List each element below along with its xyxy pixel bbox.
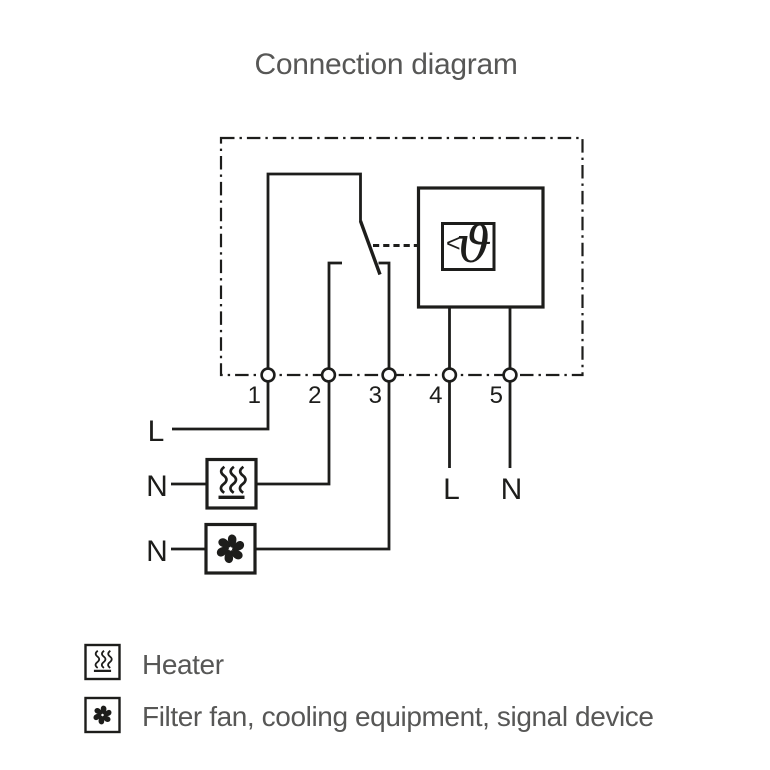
heater-neutral-label: N — [146, 470, 168, 503]
thermostat: < ϑ — [416, 186, 545, 468]
terminal-2-number: 2 — [308, 382, 321, 409]
load-neutral-label: N — [501, 473, 523, 506]
legend-item-heater: Heater — [84, 643, 224, 681]
external-circuits — [171, 457, 258, 575]
terminal-1-number: 1 — [248, 382, 261, 409]
legend: Heater Filter fan, cooling equipment, si… — [84, 643, 654, 734]
thermostat-theta-symbol: ϑ — [456, 216, 492, 274]
legend-fan-label: Filter fan, cooling equipment, signal de… — [142, 701, 654, 732]
fan-symbol-box — [204, 522, 257, 575]
legend-item-fan: Filter fan, cooling equipment, signal de… — [84, 696, 654, 734]
terminal-3 — [381, 367, 397, 383]
terminal-3-number: 3 — [369, 382, 382, 409]
terminal-1 — [260, 367, 276, 383]
load-line-label: L — [443, 473, 460, 506]
wire-supply-to-switch — [172, 172, 362, 431]
terminal-5 — [502, 367, 518, 383]
terminal-4 — [441, 367, 458, 383]
terminal-2 — [320, 367, 337, 383]
terminal-row: 1 2 3 4 5 — [248, 367, 518, 409]
fan-neutral-label: N — [146, 535, 168, 568]
thermostat-sensor-box — [441, 222, 496, 271]
legend-heater-box — [84, 643, 121, 681]
device-boundary-outline — [219, 136, 584, 377]
page-title: Connection diagram — [254, 48, 517, 81]
fan-icon — [93, 704, 112, 726]
switch-blade — [358, 220, 382, 276]
legend-heater-label: Heater — [142, 649, 224, 680]
legend-fan-box — [84, 696, 121, 734]
wire-labels: L N N L N — [146, 415, 522, 568]
terminal-4-number: 4 — [429, 382, 442, 409]
wire-terminal3-fan — [255, 261, 391, 551]
thermostat-comparator-symbol: < — [446, 230, 461, 258]
heater-icon — [92, 649, 113, 673]
terminal-5-number: 5 — [490, 382, 503, 409]
changeover-switch — [172, 172, 442, 551]
supply-line-label: L — [148, 415, 165, 448]
